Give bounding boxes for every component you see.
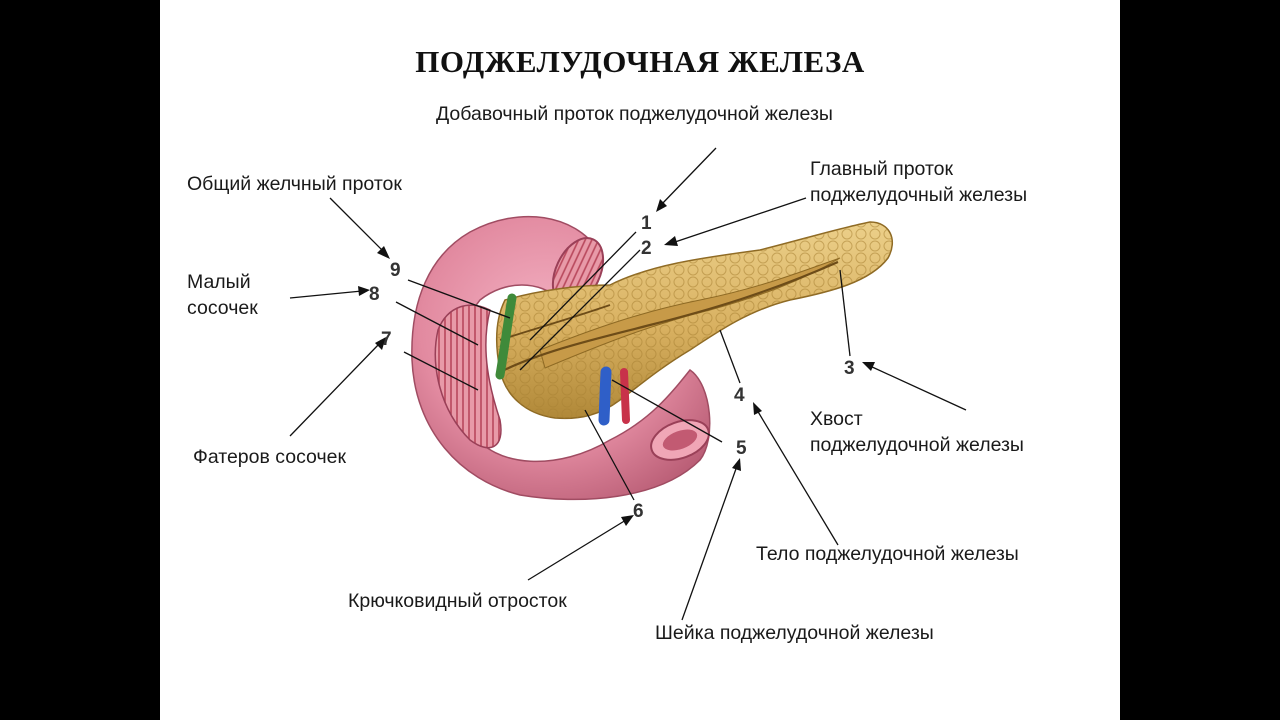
leader-lines xyxy=(289,147,967,621)
pancreas xyxy=(495,221,893,420)
diagram-title: ПОДЖЕЛУДОЧНАЯ ЖЕЛЕЗА xyxy=(415,44,865,79)
number-9: 9 xyxy=(390,260,401,281)
mesenteric-artery xyxy=(620,368,630,424)
label-body: Тело поджелудочной железы xyxy=(756,543,1019,565)
duodenum xyxy=(411,215,711,501)
label-vater-papilla: Фатеров сосочек xyxy=(193,446,347,468)
label-accessory-duct: Добавочный проток поджелудочной железы xyxy=(436,103,833,125)
number-2: 2 xyxy=(641,238,652,259)
number-8: 8 xyxy=(369,284,380,305)
number-6: 6 xyxy=(633,501,644,522)
number-3: 3 xyxy=(844,358,855,379)
label-common-bile-duct: Общий желчный проток xyxy=(187,173,402,195)
label-neck: Шейка поджелудочной железы xyxy=(655,622,934,644)
number-1: 1 xyxy=(641,213,652,234)
label-uncinate-process: Крючковидный отросток xyxy=(348,590,567,612)
number-4: 4 xyxy=(734,385,745,406)
common-bile-duct xyxy=(495,293,517,380)
number-markers: 1 2 3 4 5 6 7 8 9 xyxy=(369,213,855,522)
number-7: 7 xyxy=(381,329,392,350)
number-5: 5 xyxy=(736,438,747,459)
mesenteric-vein xyxy=(598,366,612,426)
